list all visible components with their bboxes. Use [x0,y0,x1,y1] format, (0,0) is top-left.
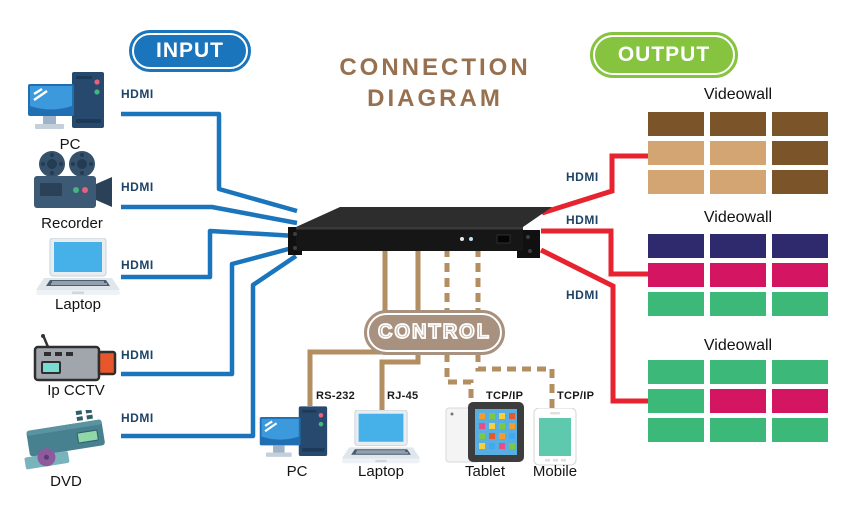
input-line-recorder [121,204,298,226]
video-recorder-icon [28,150,116,219]
page-title-line2: DIAGRAM [367,85,503,113]
cctv-camera-icon [32,334,120,389]
control-line-rj45 [379,248,421,412]
videowall-cell [648,360,704,384]
videowall-2-label: Videowall [703,209,773,226]
cable-label-hdmi-dvd: HDMI [121,411,154,425]
videowall-cell [710,112,766,136]
videowall-cell [648,263,704,287]
videowall-cell [710,263,766,287]
cable-label-tcpip-mobile: TCP/IP [557,390,595,402]
page-title: CONNECTION DIAGRAM [310,52,560,114]
cable-label-tcpip-tablet: TCP/IP [486,390,524,402]
control-line-rs232 [307,248,388,406]
control-laptop-icon [338,409,424,471]
videowall-3-grid [648,360,828,442]
input-label-ipcctv: Ip CCTV [47,382,105,399]
videowall-1-grid [648,112,828,194]
cable-label-rs232: RS-232 [316,390,356,402]
videowall-2-grid [648,234,828,316]
control-line-tcpip-mobile [475,248,555,412]
input-line-pc [121,111,298,214]
input-line-laptop [121,228,297,280]
cable-label-hdmi-recorder: HDMI [121,180,154,194]
cable-label-hdmi-pc: HDMI [121,87,154,101]
videowall-cell [648,234,704,258]
videowall-cell [710,418,766,442]
page-title-line1: CONNECTION [339,54,531,81]
videowall-1-label: Videowall [703,86,773,103]
videowall-cell [772,389,828,413]
videowall-cell [648,418,704,442]
videowall-cell [772,141,828,165]
output-line-videowall-3 [539,247,650,404]
videowall-cell [772,112,828,136]
control-label-mobile: Mobile [532,463,578,480]
input-badge: INPUT [129,30,251,72]
cable-label-hdmi-out2: HDMI [566,213,599,227]
videowall-cell [648,112,704,136]
output-line-videowall-2 [541,228,650,277]
cable-label-rj45: RJ-45 [387,390,419,402]
videowall-cell [648,170,704,194]
control-label-laptop: Laptop [358,463,404,480]
videowall-cell [772,234,828,258]
input-label-recorder: Recorder [41,215,103,232]
control-badge: CONTROL [364,310,505,355]
output-line-videowall-1 [541,153,650,216]
videowall-cell [710,389,766,413]
desktop-pc-icon [26,70,114,139]
output-badge-label: OUTPUT [617,43,711,66]
control-label-pc: PC [286,463,308,480]
input-badge-label: INPUT [156,39,224,62]
videowall-cell [772,418,828,442]
videowall-cell [710,141,766,165]
cable-label-hdmi-out1: HDMI [566,170,599,184]
dvd-player-icon [20,408,112,479]
cable-label-hdmi-ipcctv: HDMI [121,348,154,362]
videowall-cell [648,141,704,165]
cable-label-hdmi-laptop: HDMI [121,258,154,272]
laptop-icon [34,237,122,303]
videowall-cell [772,263,828,287]
videowall-cell [648,389,704,413]
control-pc-icon [258,404,336,467]
input-label-dvd: DVD [50,473,82,490]
videowall-cell [710,234,766,258]
videowall-cell [648,292,704,316]
control-tablet-icon [444,402,526,469]
videowall-cell [772,170,828,194]
matrix-switcher-device [288,207,552,258]
cable-label-hdmi-out3: HDMI [566,288,599,302]
control-mobile-icon [528,407,582,471]
input-line-ipcctv [121,244,297,377]
input-line-dvd [121,254,298,439]
videowall-3-label: Videowall [703,337,773,354]
input-label-laptop: Laptop [55,296,101,313]
videowall-cell [710,292,766,316]
control-badge-label: CONTROL [377,320,491,344]
videowall-cell [710,360,766,384]
control-label-tablet: Tablet [464,463,506,480]
videowall-cell [772,292,828,316]
videowall-cell [772,360,828,384]
input-label-pc: PC [59,136,81,153]
videowall-cell [710,170,766,194]
output-badge: OUTPUT [590,32,738,78]
